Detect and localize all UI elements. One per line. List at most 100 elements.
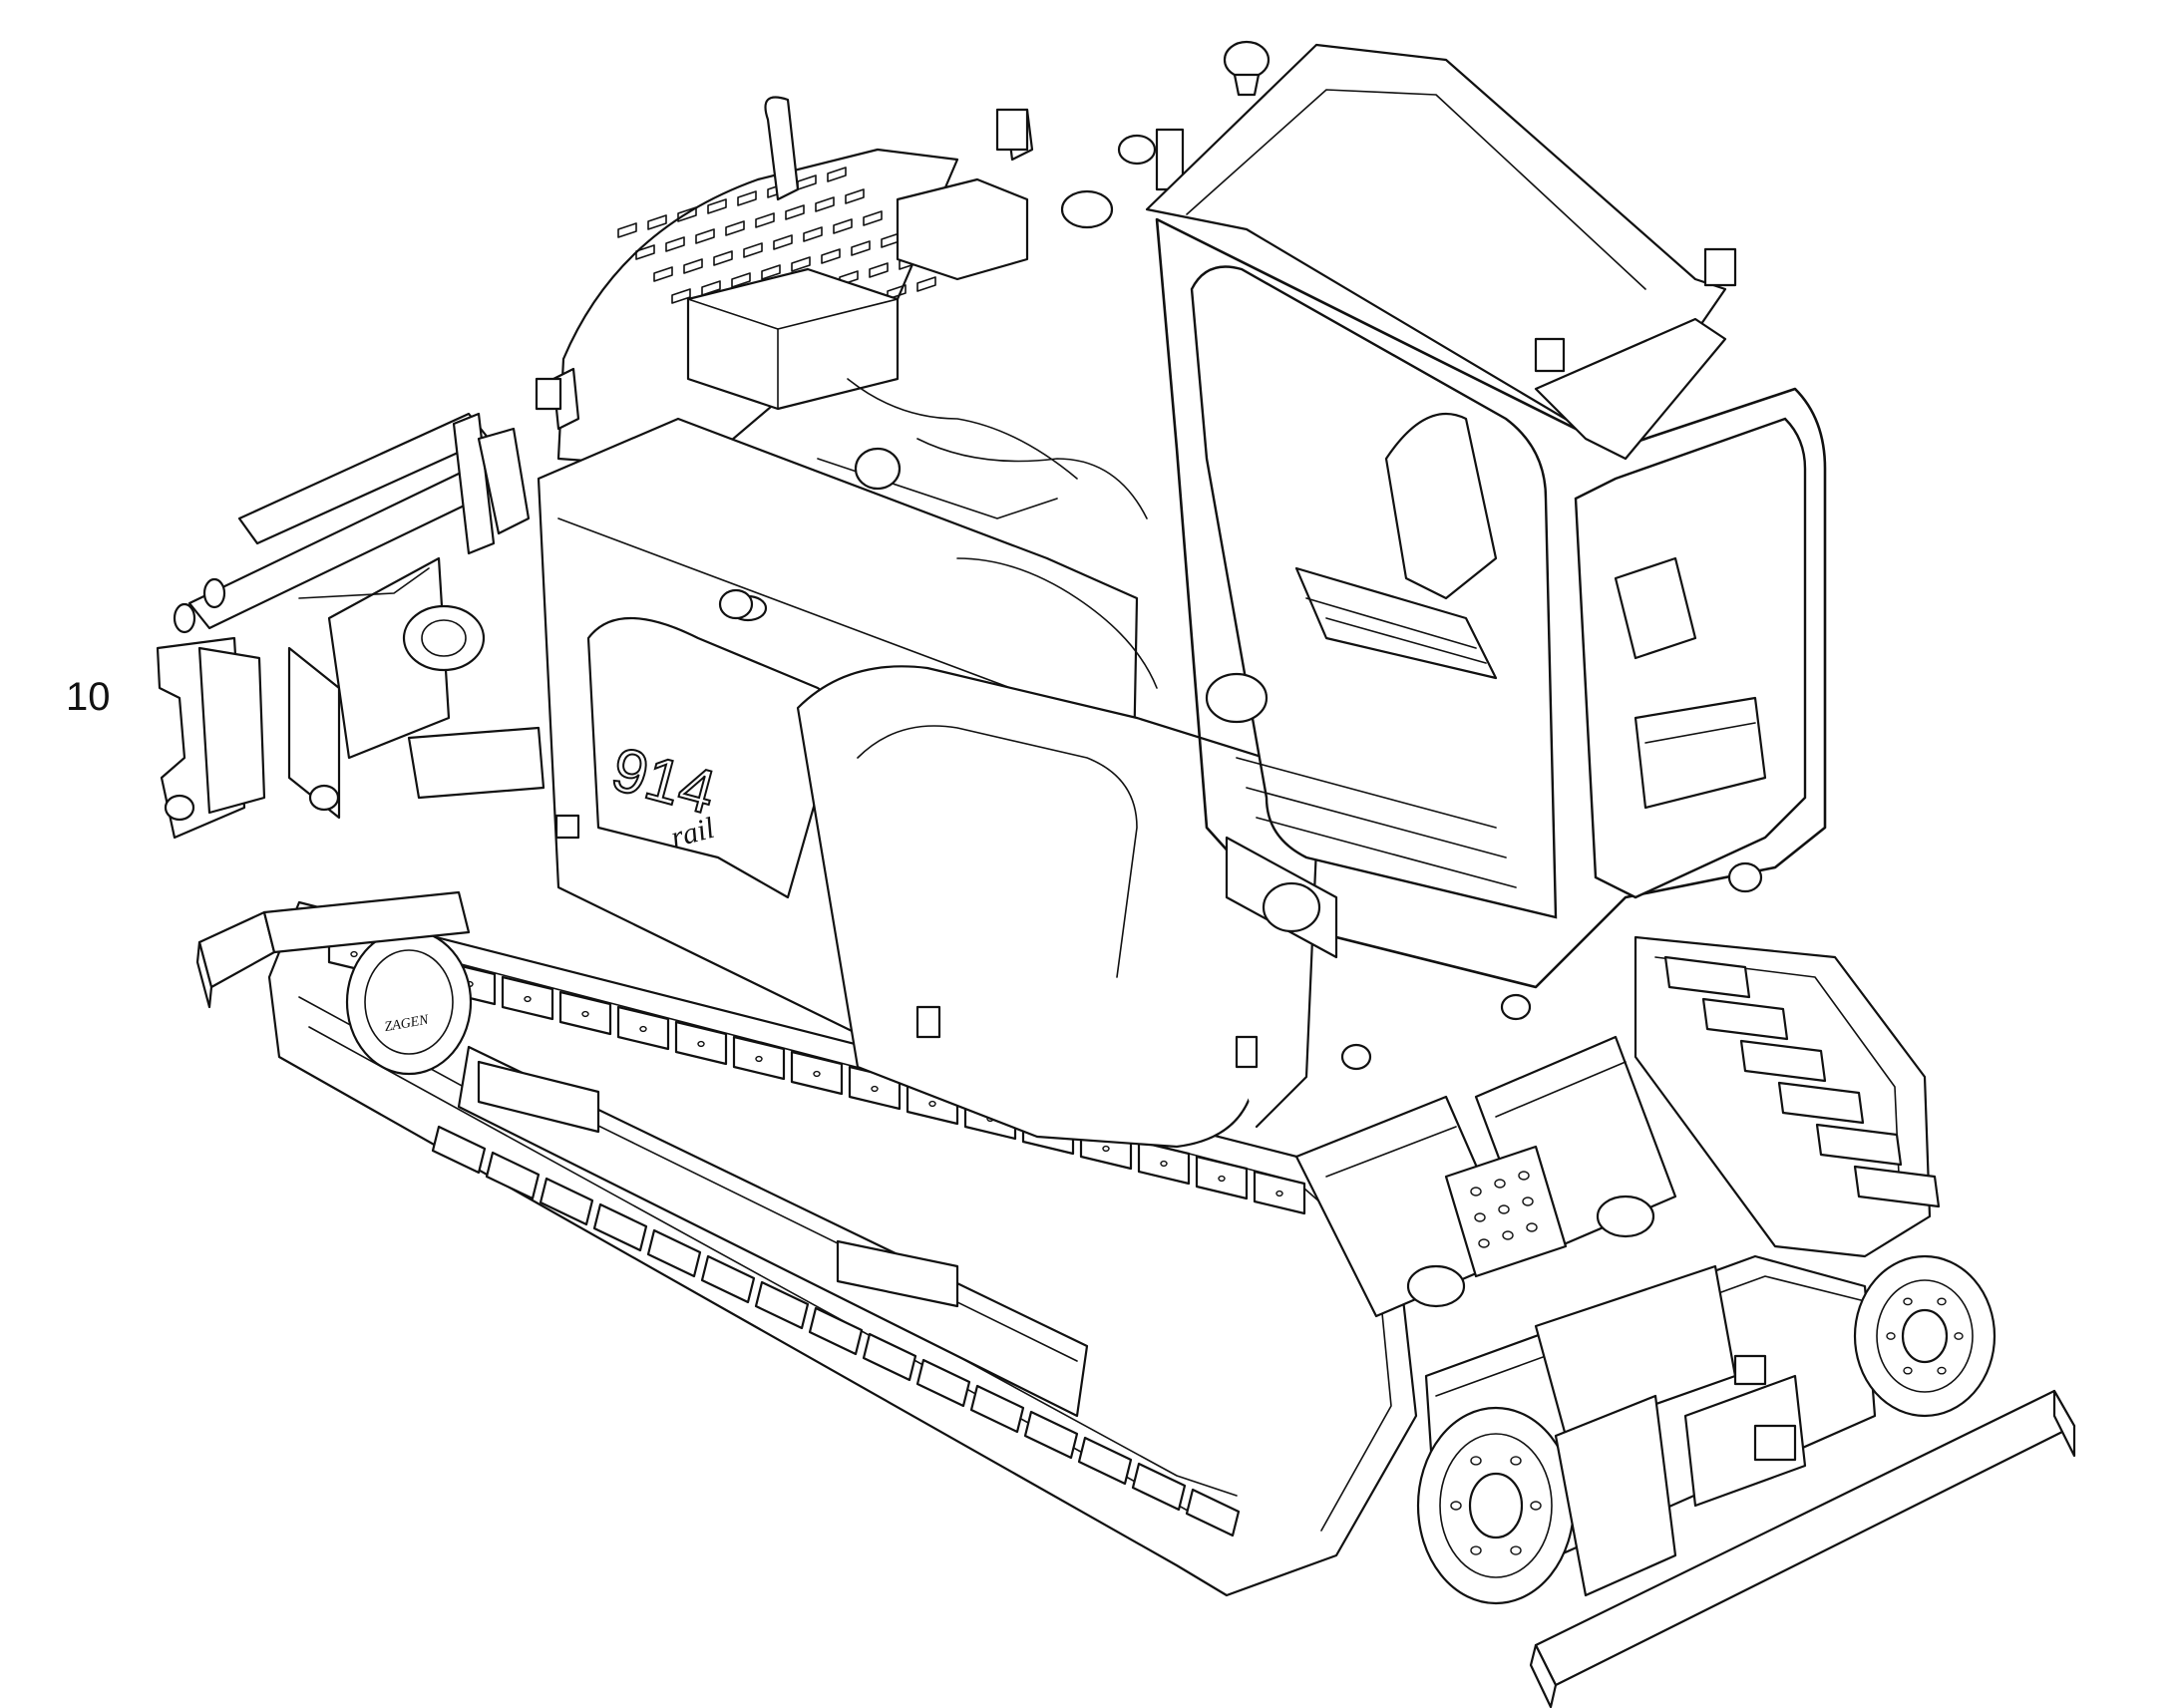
track-shoe-lower <box>592 1202 648 1252</box>
slew-plate-bolts <box>1470 1171 1538 1248</box>
boom-hydraulics <box>1205 672 1677 1318</box>
grille-slot <box>755 212 775 228</box>
wheel-bolt <box>1937 1366 1947 1375</box>
track-shoe-right <box>1739 1039 1827 1083</box>
grille-slot <box>617 222 637 238</box>
track-shoe-lower <box>862 1332 917 1382</box>
rail-guide-axle <box>1416 1254 2076 1708</box>
track-shoe <box>790 1050 844 1096</box>
track-shoe <box>674 1020 728 1066</box>
shoe-hole <box>1275 1190 1283 1197</box>
track-shoes-bottom <box>431 1125 1241 1537</box>
track-shoe-right <box>1663 955 1751 999</box>
shoe-hole <box>524 995 532 1003</box>
wheel-bolt <box>1903 1297 1913 1306</box>
wheel-bolt <box>1530 1501 1542 1511</box>
grille-slot <box>647 214 667 230</box>
grille-slot <box>665 236 685 252</box>
track-shoe-lower <box>646 1228 702 1278</box>
track-shoe-lower <box>1023 1410 1079 1460</box>
rail-wheel-bolts <box>1450 1297 1964 1555</box>
grille-slot <box>707 198 727 214</box>
wheel-bolt <box>1886 1332 1896 1340</box>
quick-coupler-attachment <box>156 412 545 840</box>
grille-slot <box>821 248 841 264</box>
grille-slot <box>737 190 757 206</box>
grille-slot <box>863 210 883 226</box>
grille-slot <box>851 240 871 256</box>
plate-bolt <box>1502 1230 1514 1240</box>
wheel-bolt <box>1450 1501 1462 1511</box>
plate-bolt <box>1494 1179 1506 1189</box>
shoe-hole <box>871 1085 879 1093</box>
shoe-hole <box>639 1025 647 1033</box>
grille-slot <box>815 196 835 212</box>
wheel-bolt <box>1954 1332 1964 1340</box>
shoe-hole <box>1218 1175 1226 1183</box>
grille-slot <box>773 234 793 250</box>
grille-slot <box>653 266 673 282</box>
track-shoe <box>1137 1140 1191 1186</box>
track-shoe-right <box>1815 1123 1903 1167</box>
track-shoe-lower <box>754 1280 810 1330</box>
plate-bolt <box>1498 1204 1510 1214</box>
track-shoe-right <box>1853 1165 1941 1208</box>
grille-slot <box>833 218 853 234</box>
wheel-bolt <box>1470 1545 1482 1555</box>
shoe-hole <box>813 1070 821 1078</box>
shoe-hole <box>928 1100 936 1108</box>
track-shoe-right <box>1777 1081 1865 1125</box>
callout-label-10[interactable]: 10 <box>66 675 111 719</box>
grille-slot <box>713 250 733 266</box>
plate-bolt <box>1518 1171 1530 1181</box>
plate-bolt <box>1470 1187 1482 1196</box>
track-shoe-lower <box>1077 1436 1133 1486</box>
shoe-hole <box>755 1055 763 1063</box>
track-shoe-lower <box>539 1177 594 1226</box>
grille-slot <box>827 167 847 182</box>
grille-slot <box>845 188 865 204</box>
grille-slot <box>683 258 703 274</box>
track-shoe-lower <box>969 1384 1025 1434</box>
track-shoe-lower <box>485 1151 541 1200</box>
grille-slot <box>791 256 811 272</box>
track-shoe <box>558 990 612 1036</box>
shoe-hole <box>350 950 358 958</box>
track-shoe-lower <box>915 1358 971 1408</box>
grille-slot <box>761 264 781 280</box>
grille-slot <box>785 204 805 220</box>
wheel-bolt <box>1470 1456 1482 1466</box>
wheel-bolt <box>1510 1545 1522 1555</box>
track-shoe <box>616 1005 670 1051</box>
grille-slot <box>869 262 889 278</box>
shoe-hole <box>581 1010 589 1018</box>
grille-slot <box>701 280 721 296</box>
grille-slot <box>677 206 697 222</box>
plate-bolt <box>1474 1212 1486 1222</box>
plate-bolt <box>1522 1196 1534 1206</box>
track-shoes-right <box>1663 955 1941 1208</box>
wheel-bolt <box>1510 1456 1522 1466</box>
track-shoe-right <box>1701 997 1789 1041</box>
wheel-bolt <box>1903 1366 1913 1375</box>
grille-slot <box>725 220 745 236</box>
track-shoe <box>1253 1170 1306 1215</box>
left-rail-bumper <box>195 890 471 1009</box>
track-shoe-lower <box>1185 1488 1241 1537</box>
grille-slot <box>916 276 936 292</box>
track-shoe-lower <box>700 1254 756 1304</box>
grille-slot <box>743 242 763 258</box>
grille-slot <box>635 244 655 260</box>
track-shoe-lower <box>808 1306 864 1356</box>
track-shoe <box>732 1035 786 1081</box>
right-crawler-track <box>1634 935 1941 1258</box>
grille-slot <box>731 272 751 288</box>
track-shoe-lower <box>431 1125 487 1175</box>
grille-slot <box>671 288 691 304</box>
track-shoe <box>1195 1155 1249 1200</box>
plate-bolt <box>1526 1222 1538 1232</box>
shoe-hole <box>1102 1145 1110 1153</box>
shoe-hole <box>1160 1160 1168 1168</box>
